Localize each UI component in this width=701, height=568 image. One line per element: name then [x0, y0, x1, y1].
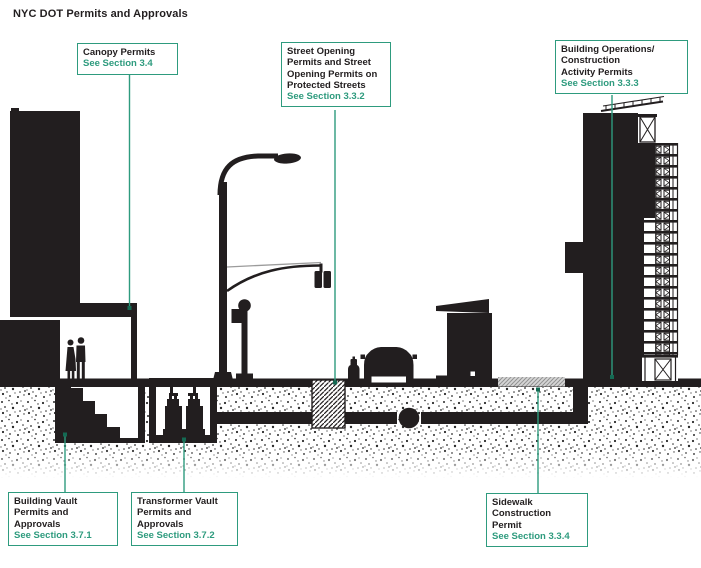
- callout-section-building-operations: See Section 3.3.3: [561, 77, 639, 89]
- utility-pipe-icon: [217, 387, 588, 429]
- callout-label-building-vault: Building Vault Permits and Approvals: [14, 496, 78, 530]
- left-building-icon: [0, 108, 137, 381]
- right-building-icon: [565, 95, 679, 382]
- callout-box-building-vault: Building Vault Permits and Approvals See…: [8, 492, 118, 547]
- callout-section-sidewalk-construction: See Section 3.3.4: [492, 530, 570, 542]
- callout-box-building-operations: Building Operations/ Construction Activi…: [555, 40, 688, 95]
- canopy: [10, 303, 137, 317]
- roof-scaffold-icon: [600, 95, 665, 112]
- callout-section-street-opening: See Section 3.3.2: [287, 91, 365, 103]
- callout-label-building-operations: Building Operations/ Construction Activi…: [561, 44, 655, 78]
- scaffolding-icon: [600, 95, 679, 381]
- leader-lines: [64, 75, 613, 497]
- pipe-duct-icon: [398, 407, 420, 429]
- street-opening-hatch-icon: [311, 379, 346, 429]
- callout-section-transformer-vault: See Section 3.7.2: [137, 529, 215, 541]
- callout-label-transformer-vault: Transformer Vault Permits and Approvals: [137, 496, 218, 530]
- transformer-icon: [163, 387, 205, 435]
- car-icon: [360, 347, 417, 383]
- callout-section-building-vault: See Section 3.7.1: [14, 529, 92, 541]
- callout-section-canopy: See Section 3.4: [83, 58, 153, 70]
- transformer-vault: [149, 378, 217, 443]
- street-light-icon: [213, 153, 301, 380]
- corner-scaffold-icon: [638, 114, 657, 143]
- newsstand-icon: [436, 299, 492, 383]
- callout-box-transformer-vault: Transformer Vault Permits and Approvals …: [131, 492, 238, 547]
- callout-label-street-opening: Street Opening Permits and Street Openin…: [287, 46, 378, 91]
- pipe-riser: [573, 387, 588, 424]
- left-building-tower: [10, 111, 80, 305]
- leader-dots: [63, 306, 614, 442]
- callout-box-canopy: Canopy Permits See Section 3.4: [77, 43, 178, 75]
- callout-box-sidewalk-construction: Sidewalk Construction Permit See Section…: [486, 493, 588, 548]
- callout-label-sidewalk-construction: Sidewalk Construction Permit: [492, 497, 552, 531]
- callout-label-canopy: Canopy Permits: [83, 47, 156, 58]
- parking-meter-icon: [231, 299, 253, 380]
- sidewalk-shed-icon: [642, 355, 678, 381]
- sidewalk-construction-hatch-icon: [498, 377, 565, 387]
- stairs-icon: [71, 388, 120, 438]
- pedestrians-icon: [65, 337, 86, 379]
- traffic-signal-icon: [226, 261, 331, 293]
- fire-hydrant-icon: [345, 356, 360, 383]
- building-vault: [55, 381, 145, 443]
- callout-box-street-opening: Street Opening Permits and Street Openin…: [281, 42, 391, 108]
- figure-title: NYC DOT Permits and Approvals: [13, 8, 188, 20]
